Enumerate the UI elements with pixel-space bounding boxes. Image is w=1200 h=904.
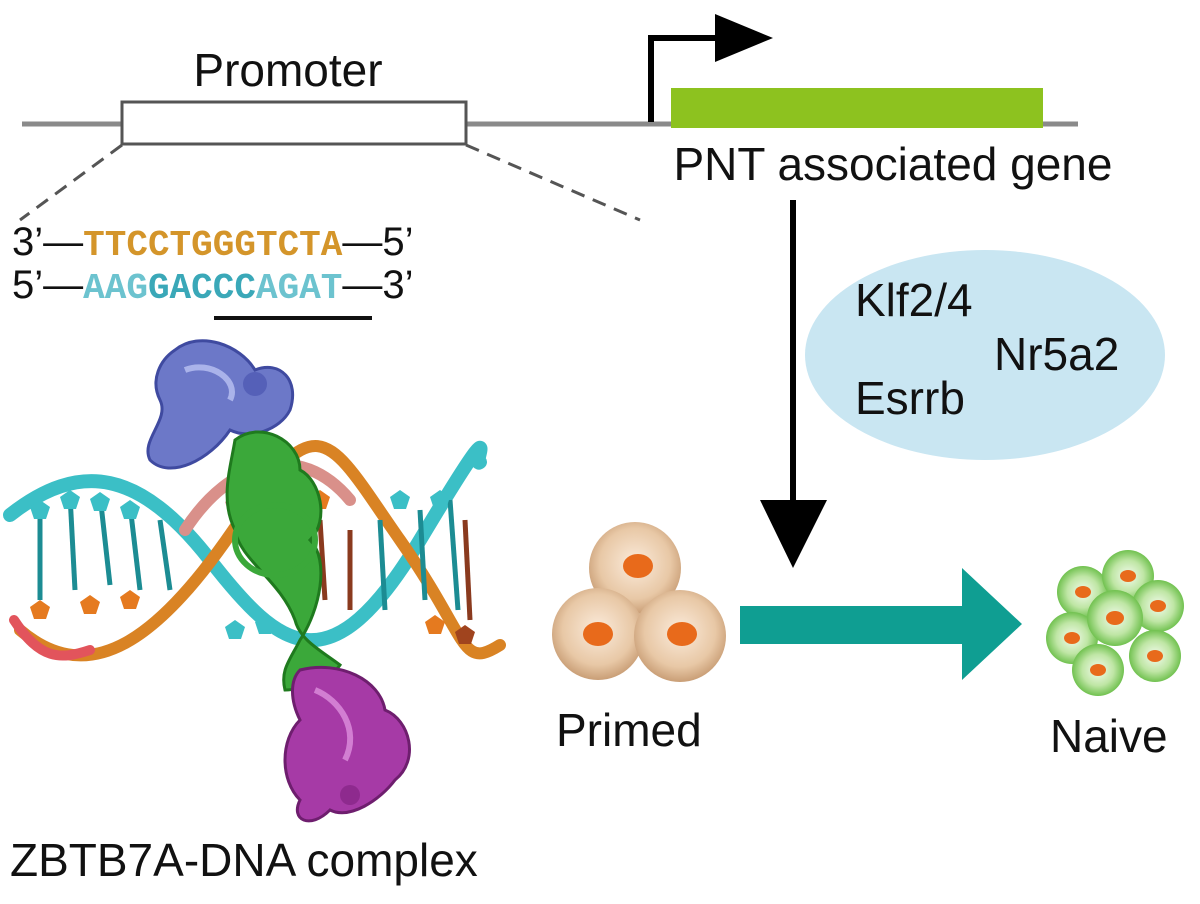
protein-dna-structure-icon: [3, 339, 506, 823]
zoom-line-right: [465, 143, 641, 222]
tss-arrowhead-icon: [715, 14, 773, 62]
factor-nr5a2: Nr5a2: [994, 328, 1119, 380]
primed-cells-icon: [552, 522, 726, 682]
gene-bar: [671, 88, 1043, 128]
zoom-line-left: [19, 143, 123, 222]
transition-arrow-icon: [740, 568, 1022, 680]
top-strand-prefix: 3’—: [12, 220, 83, 264]
gene-label: PNT associated gene: [674, 138, 1113, 190]
bottom-strand-pre: AAG: [83, 268, 148, 309]
regulation-arrowhead-icon: [760, 500, 827, 568]
primed-label: Primed: [556, 704, 702, 756]
tss-arrow-icon: [648, 35, 725, 122]
promoter-label: Promoter: [193, 44, 382, 96]
top-strand-bases: TTCCTGGGTCTA: [83, 225, 343, 266]
bottom-strand-motif: GACCC: [148, 268, 256, 309]
naive-label: Naive: [1050, 710, 1168, 762]
naive-cells-icon: [1046, 550, 1184, 696]
dna-sequence: 3’—TTCCTGGGTCTA—5’ 5’—AAGGACCCAGAT—3’: [12, 220, 414, 320]
promoter-box: [120, 100, 468, 146]
factor-oval: [805, 250, 1165, 460]
top-strand: 3’—TTCCTGGGTCTA—5’: [12, 220, 414, 266]
factor-klf: Klf2/4: [855, 274, 973, 326]
complex-label: ZBTB7A-DNA complex: [10, 834, 478, 886]
factor-esrrb: Esrrb: [855, 372, 965, 424]
top-strand-suffix: —5’: [342, 220, 413, 264]
bottom-strand: 5’—AAGGACCCAGAT—3’: [12, 263, 414, 309]
bottom-strand-prefix: 5’—: [12, 263, 83, 307]
bottom-strand-suffix: —3’: [342, 263, 413, 307]
bottom-strand-post: AGAT: [256, 268, 342, 309]
